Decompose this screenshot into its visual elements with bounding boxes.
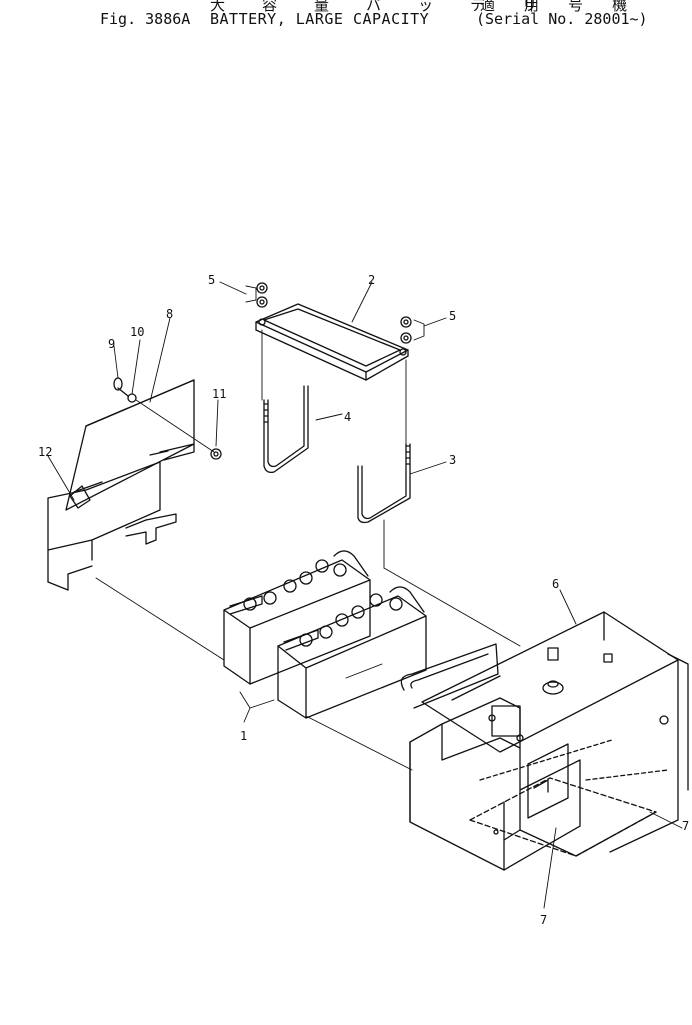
callout-5-left: 5 — [208, 273, 215, 287]
part-hold-down-frame — [255, 303, 409, 381]
callout-11: 11 — [212, 387, 226, 401]
part-nuts-5 — [256, 282, 412, 344]
title-japanese: 大 容 量 バ ッ テ リ — [210, 0, 552, 14]
part-j-bolt-4 — [261, 329, 309, 474]
figure-title: BATTERY, LARGE CAPACITY — [210, 10, 430, 28]
callout-2: 2 — [368, 273, 375, 287]
callout-5-right: 5 — [449, 309, 456, 323]
figure-header: 大 容 量 バ ッ テ リ 適 用 号 機 Fig. 3886A BATTERY… — [0, 0, 692, 34]
callout-3: 3 — [449, 453, 456, 467]
serial-japanese: 適 用 号 機 — [480, 0, 638, 14]
serial-range: (Serial No. 28001~) — [476, 10, 648, 28]
part-bolt-washer-nut — [113, 377, 222, 460]
callout-7-right: 7 — [682, 819, 689, 833]
callout-8: 8 — [166, 307, 173, 321]
leader-lines — [47, 281, 683, 909]
part-battery-tray-7 — [409, 675, 669, 871]
assembly-lines — [95, 519, 521, 771]
figure-number: Fig. 3886A — [100, 10, 191, 28]
callout-10: 10 — [130, 325, 144, 339]
part-batteries-1 — [223, 550, 427, 719]
callout-9: 9 — [108, 337, 115, 351]
callout-6: 6 — [552, 577, 559, 591]
callout-1: 1 — [240, 729, 247, 743]
callout-7-bottom: 7 — [540, 913, 547, 927]
callout-4: 4 — [344, 410, 351, 424]
callout-labels: 1 2 3 4 5 5 6 7 7 8 9 10 11 12 — [38, 273, 689, 927]
part-j-bolt-3 — [357, 359, 411, 524]
callout-12: 12 — [38, 445, 52, 459]
part-side-bracket — [47, 461, 177, 591]
part-battery-box-6 — [400, 611, 689, 853]
